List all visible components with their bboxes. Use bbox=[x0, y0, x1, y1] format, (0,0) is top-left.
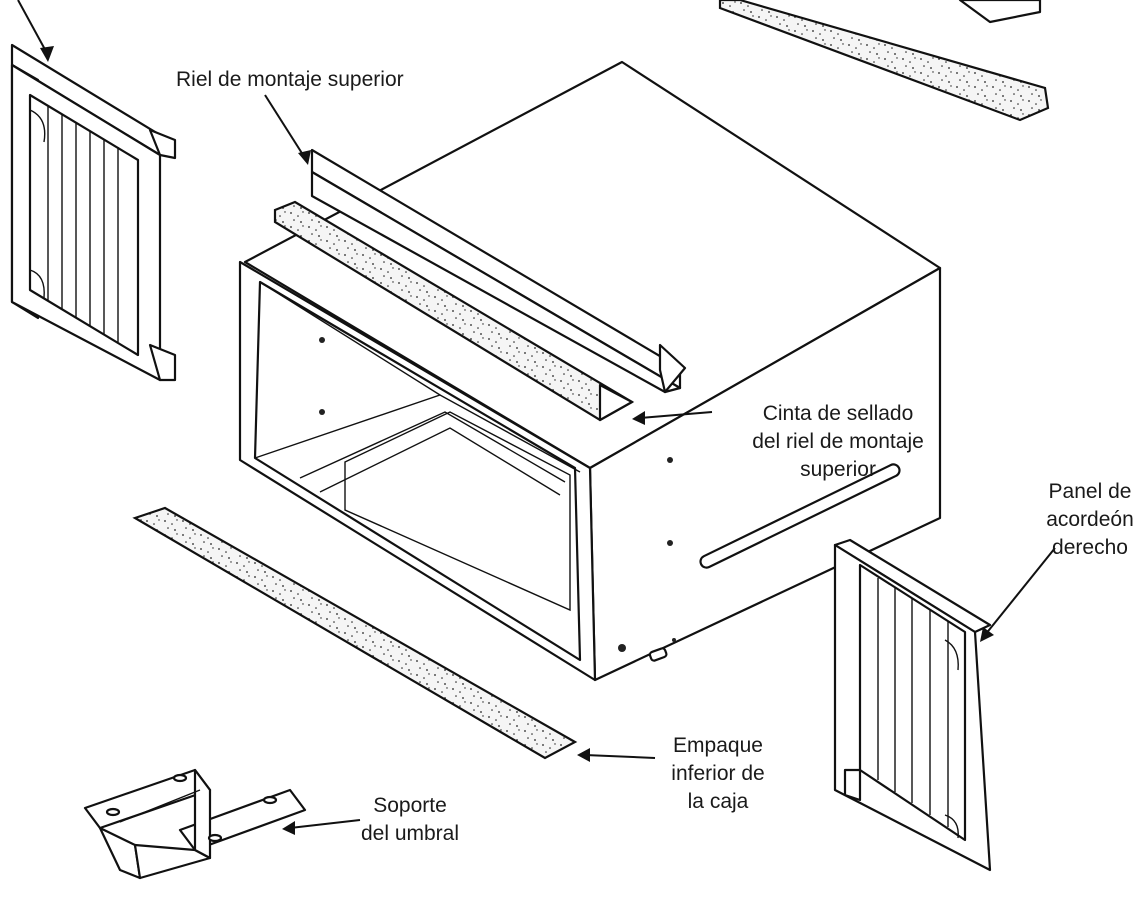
bottom-foam-gasket bbox=[132, 506, 578, 760]
sill-support-bracket bbox=[83, 768, 307, 880]
top-rail-seal-tape bbox=[273, 200, 635, 422]
label-right-panel-line-1: Panel de bbox=[1049, 480, 1132, 503]
top-mounting-rail bbox=[310, 148, 687, 394]
sleeve-box bbox=[238, 60, 942, 682]
label-sill-support-line-2: del umbral bbox=[361, 822, 459, 845]
label-bottom-gasket-line-2: inferior de bbox=[671, 762, 764, 785]
top-foam-strip bbox=[718, 0, 1050, 122]
leader-lines bbox=[264, 94, 1056, 835]
label-top-rail: Riel de montaje superior bbox=[176, 68, 404, 91]
callout-labels: Riel de montaje superior Cinta de sellad… bbox=[176, 68, 1134, 845]
left-accordion-panel bbox=[10, 0, 177, 382]
label-sill-support-line-1: Soporte bbox=[373, 794, 447, 817]
label-seal-tape-line-1: Cinta de sellado bbox=[763, 402, 914, 425]
label-bottom-gasket-line-3: la caja bbox=[688, 790, 749, 813]
label-right-panel-line-3: derecho bbox=[1052, 536, 1128, 559]
label-bottom-gasket-line-1: Empaque bbox=[673, 734, 763, 757]
label-seal-tape-line-2: del riel de montaje bbox=[752, 430, 924, 453]
label-right-panel-line-2: acordeón bbox=[1046, 508, 1134, 531]
label-seal-tape-line-3: superior bbox=[800, 458, 876, 481]
right-accordion-panel bbox=[833, 538, 992, 872]
